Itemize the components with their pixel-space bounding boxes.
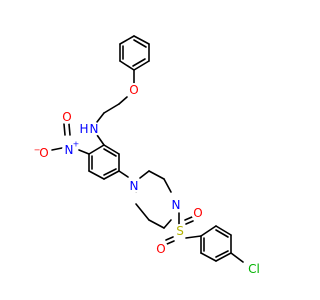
bond-inner bbox=[215, 229, 229, 238]
bond bbox=[88, 170, 105, 180]
bond bbox=[200, 252, 217, 262]
bond bbox=[163, 219, 172, 229]
bond bbox=[78, 149, 90, 155]
bond bbox=[133, 35, 150, 45]
bond bbox=[63, 123, 66, 136]
bond bbox=[185, 235, 202, 239]
bond bbox=[184, 216, 193, 221]
bond bbox=[119, 35, 135, 45]
bond bbox=[118, 170, 129, 178]
sulfonyl-sulfur-label: S bbox=[176, 224, 184, 238]
bond bbox=[135, 203, 150, 221]
bond bbox=[96, 134, 105, 146]
molecule-structure-diagram: O N H N + O O − N N S O O Cl bbox=[33, 35, 263, 277]
bond bbox=[163, 178, 172, 193]
atom-label-layer: O N H N + O O − N N S O O Cl bbox=[34, 83, 263, 277]
bond-inner bbox=[103, 148, 117, 157]
bond-inner bbox=[215, 250, 229, 258]
bond-inner bbox=[132, 58, 146, 67]
bond bbox=[103, 103, 120, 114]
bond bbox=[148, 170, 165, 180]
nitro-nitrogen-label: N bbox=[65, 143, 74, 157]
amine-nitrogen-label: N bbox=[90, 122, 99, 136]
bond bbox=[230, 252, 244, 263]
bond-inner bbox=[133, 39, 147, 48]
piperazine-nitrogen-2-label: N bbox=[172, 198, 181, 212]
sulfonyl-oxygen-top-label: O bbox=[193, 206, 202, 220]
bond-inner bbox=[103, 168, 117, 176]
bond bbox=[88, 144, 105, 155]
bond bbox=[51, 147, 63, 151]
ether-oxygen-label: O bbox=[129, 83, 138, 97]
piperazine-nitrogen-1-label: N bbox=[130, 179, 139, 193]
bond bbox=[200, 225, 217, 237]
chlorine-label: Cl bbox=[248, 262, 260, 276]
nitro-negative-charge: − bbox=[34, 146, 41, 155]
bond bbox=[103, 170, 120, 180]
bond bbox=[118, 96, 128, 105]
bond bbox=[165, 236, 174, 241]
bond bbox=[185, 220, 194, 225]
bond bbox=[148, 219, 165, 229]
nitro-positive-charge: + bbox=[73, 140, 80, 149]
bond bbox=[215, 252, 232, 262]
bond bbox=[166, 240, 175, 245]
bond bbox=[133, 60, 150, 71]
bond bbox=[139, 170, 150, 179]
nitro-oxygen-left-label: O bbox=[39, 146, 48, 160]
amine-hydrogen-label: H bbox=[79, 122, 88, 136]
bond bbox=[103, 144, 120, 155]
bond-layer bbox=[51, 35, 244, 263]
bond bbox=[215, 225, 232, 236]
bond bbox=[68, 123, 71, 136]
nitro-oxygen-top-label: O bbox=[62, 110, 71, 124]
bond bbox=[96, 112, 105, 123]
sulfonyl-oxygen-bottom-label: O bbox=[156, 242, 165, 256]
bond bbox=[119, 60, 135, 71]
